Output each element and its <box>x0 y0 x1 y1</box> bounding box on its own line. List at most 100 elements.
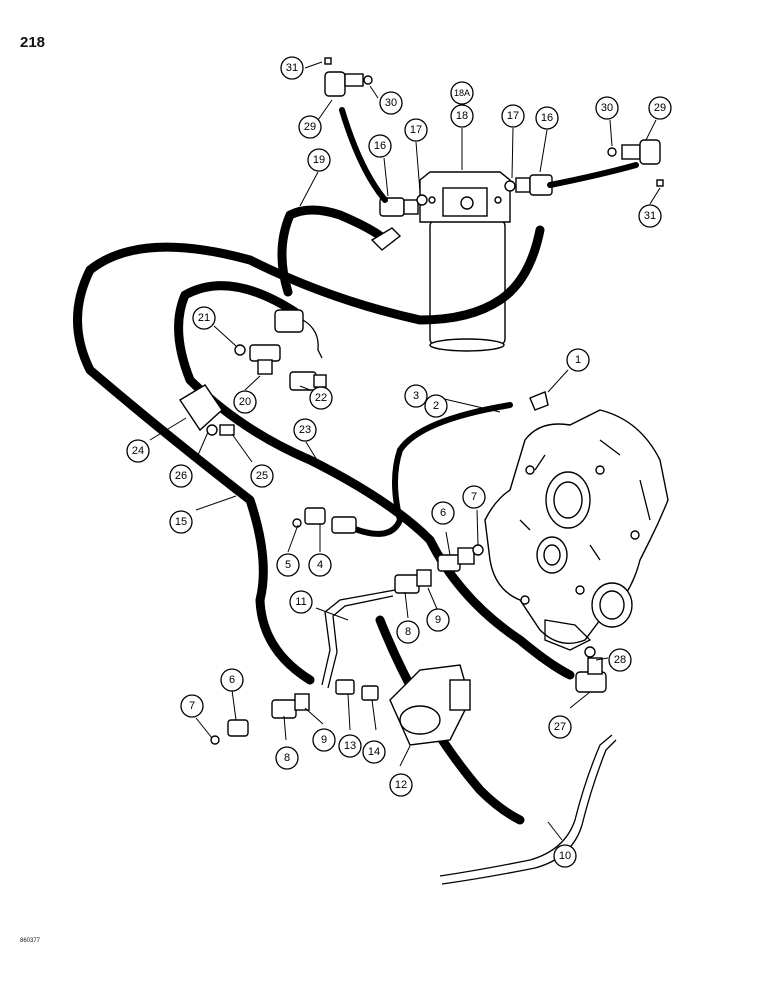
elbow-fitting-1 <box>529 391 549 411</box>
svg-text:16: 16 <box>541 112 553 124</box>
callout-29-top-left: 29 <box>298 115 322 139</box>
callout-16-right: 16 <box>535 106 559 130</box>
callout-5: 5 <box>276 553 300 577</box>
callout-14: 14 <box>362 740 386 764</box>
svg-text:4: 4 <box>317 559 323 571</box>
o-ring-17-right <box>504 180 516 192</box>
svg-text:31: 31 <box>286 62 298 74</box>
svg-text:18: 18 <box>456 110 468 122</box>
fitting-14 <box>361 685 379 701</box>
svg-text:2: 2 <box>433 400 439 412</box>
o-ring-30-left <box>363 75 373 85</box>
adapter-6-upper <box>437 547 475 572</box>
plug-31-right <box>656 179 664 187</box>
callout-22: 22 <box>309 386 333 410</box>
callout-30-top-left: 30 <box>379 91 403 115</box>
svg-text:27: 27 <box>554 721 566 733</box>
svg-text:12: 12 <box>395 779 407 791</box>
callout-23: 23 <box>293 418 317 442</box>
svg-text:17: 17 <box>507 110 519 122</box>
svg-text:7: 7 <box>471 491 477 503</box>
hydraulic-pump <box>389 664 471 746</box>
callout-18A: 18A <box>450 81 474 105</box>
callout-31-right: 31 <box>638 204 662 228</box>
o-ring-28 <box>584 646 596 658</box>
fitting-13 <box>335 679 355 695</box>
hoses <box>73 107 639 825</box>
svg-text:25: 25 <box>256 470 268 482</box>
callout-18: 18 <box>450 104 474 128</box>
tee-fitting-20 <box>249 344 281 375</box>
callout-11: 11 <box>289 590 313 614</box>
svg-text:29: 29 <box>304 121 316 133</box>
svg-text:13: 13 <box>344 740 356 752</box>
plug-31-left <box>324 57 332 65</box>
union-fitting <box>274 309 323 359</box>
callout-30-top-right: 30 <box>595 96 619 120</box>
svg-text:20: 20 <box>239 396 251 408</box>
svg-text:31: 31 <box>644 210 656 222</box>
svg-text:11: 11 <box>295 596 306 608</box>
svg-text:5: 5 <box>285 559 291 571</box>
coupling-8-9-upper <box>394 569 432 594</box>
svg-text:23: 23 <box>299 424 311 436</box>
o-ring-17-left <box>416 194 428 206</box>
callout-6-upper: 6 <box>431 501 455 525</box>
clamp-24 <box>179 384 235 436</box>
svg-text:18A: 18A <box>454 88 470 98</box>
callout-1: 1 <box>566 348 590 372</box>
coupling-8-9-lower <box>271 693 310 719</box>
callout-6-lower: 6 <box>220 668 244 692</box>
callout-19: 19 <box>307 148 331 172</box>
callout-17-right: 17 <box>501 104 525 128</box>
elbow-fitting-29-right <box>621 139 661 165</box>
callout-4: 4 <box>308 553 332 577</box>
elbow-fitting-16-right <box>515 174 553 196</box>
callout-20: 20 <box>233 390 257 414</box>
callout-9-lower: 9 <box>312 728 336 752</box>
adapter-6-lower <box>227 719 249 737</box>
callout-25: 25 <box>250 464 274 488</box>
callout-15: 15 <box>169 510 193 534</box>
callout-2: 2 <box>424 394 448 418</box>
callout-10: 10 <box>553 844 577 868</box>
callout-8-upper: 8 <box>396 620 420 644</box>
o-ring-5 <box>292 518 302 528</box>
callout-13: 13 <box>338 734 362 758</box>
callout-9-upper: 9 <box>426 608 450 632</box>
svg-text:17: 17 <box>410 124 422 136</box>
svg-text:3: 3 <box>413 390 419 402</box>
svg-text:30: 30 <box>601 102 613 114</box>
callout-16-left: 16 <box>368 134 392 158</box>
tube-10 <box>439 734 613 877</box>
svg-text:7: 7 <box>189 700 195 712</box>
svg-text:6: 6 <box>440 507 446 519</box>
figure-code: 860377 <box>20 938 41 944</box>
callout-27: 27 <box>548 715 572 739</box>
callout-8-lower: 8 <box>275 746 299 770</box>
svg-text:8: 8 <box>405 626 411 638</box>
svg-text:26: 26 <box>175 470 187 482</box>
callout-29-top-right: 29 <box>648 96 672 120</box>
svg-text:30: 30 <box>385 97 397 109</box>
callout-12: 12 <box>389 773 413 797</box>
o-ring-7-lower <box>210 735 220 745</box>
callout-26: 26 <box>169 464 193 488</box>
svg-text:22: 22 <box>315 392 327 404</box>
o-ring-7-upper <box>472 544 484 556</box>
svg-text:6: 6 <box>229 674 235 686</box>
svg-text:10: 10 <box>559 850 571 862</box>
svg-text:9: 9 <box>321 734 327 746</box>
svg-text:1: 1 <box>575 354 581 366</box>
elbow-fitting-22 <box>289 371 327 391</box>
svg-text:29: 29 <box>654 102 666 114</box>
svg-text:21: 21 <box>198 312 210 324</box>
svg-text:16: 16 <box>374 140 386 152</box>
svg-text:9: 9 <box>435 614 441 626</box>
callout-17-left: 17 <box>404 118 428 142</box>
callout-31-top-left: 31 <box>280 56 304 80</box>
callout-3: 3 <box>404 384 428 408</box>
svg-text:24: 24 <box>132 445 144 457</box>
svg-text:19: 19 <box>313 154 325 166</box>
